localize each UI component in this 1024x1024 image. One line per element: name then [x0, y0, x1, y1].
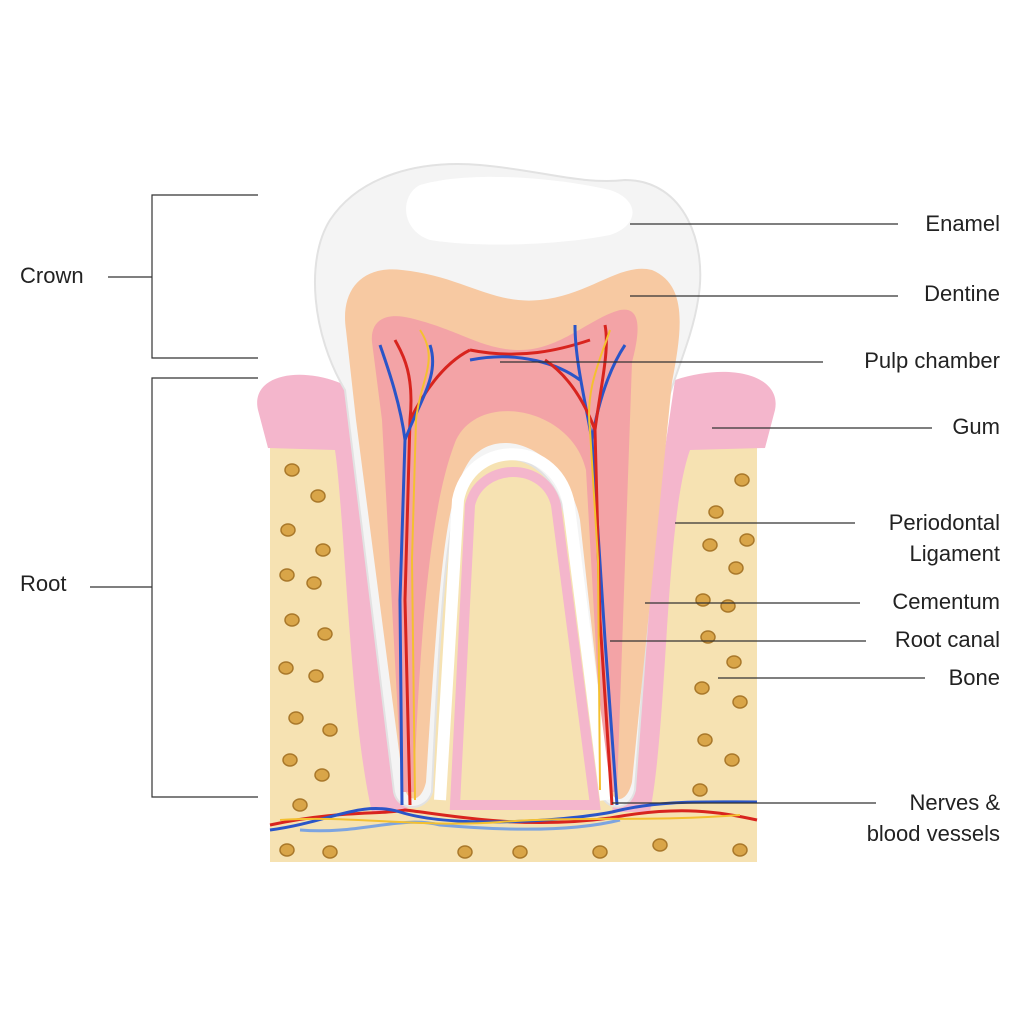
bone-cell	[278, 661, 294, 675]
bone-cell	[310, 489, 326, 503]
bone-cell	[322, 845, 338, 859]
bone-cell	[697, 733, 713, 747]
bone-cell	[284, 463, 300, 477]
bone-cell	[700, 630, 716, 644]
label-pulp-chamber: Pulp chamber	[864, 348, 1000, 373]
root-bracket	[90, 377, 258, 798]
label-root: Root	[20, 571, 67, 596]
bone-cell	[695, 593, 711, 607]
label-bone: Bone	[948, 665, 1000, 690]
enamel-top	[406, 176, 633, 245]
label-ligament: Ligament	[909, 541, 1000, 566]
label-cementum: Cementum	[892, 589, 1000, 614]
bone-cell	[279, 843, 295, 857]
gum-left	[257, 374, 408, 812]
bone-cell	[724, 753, 740, 767]
bone-cell	[317, 627, 333, 641]
bone-cell	[457, 845, 473, 859]
label-nerves: Nerves &	[909, 790, 1000, 815]
bone-cell	[726, 655, 742, 669]
pulp-chamber	[371, 309, 638, 792]
ligament-arch	[449, 467, 601, 810]
label-root-canal: Root canal	[894, 627, 1000, 652]
bone-cell	[280, 523, 296, 537]
bone-cell	[306, 576, 322, 590]
bone-cell	[322, 723, 338, 737]
bone-cell	[652, 838, 668, 852]
label-crown: Crown	[20, 263, 84, 288]
crown-bracket	[108, 194, 258, 359]
label-enamel: Enamel	[925, 211, 1000, 236]
bone-cell	[694, 681, 710, 695]
bone-cell	[279, 568, 295, 582]
bone-cell	[702, 538, 718, 552]
gum-right	[612, 371, 776, 812]
bone-cell	[720, 599, 736, 613]
label-periodontal: Periodontal	[888, 510, 1000, 535]
label-blood-vessels: blood vessels	[866, 821, 1000, 846]
bone-cell	[732, 843, 748, 857]
bone-cell	[292, 798, 308, 812]
bone-cell	[708, 505, 724, 519]
bone-cell	[282, 753, 298, 767]
bone-cell	[288, 711, 304, 725]
bone-cell	[308, 669, 324, 683]
bone-cell	[732, 695, 748, 709]
label-dentine: Dentine	[924, 281, 1000, 306]
cementum-arch	[434, 448, 612, 801]
brackets	[90, 194, 258, 798]
bone-cell	[512, 845, 528, 859]
bone-cell	[314, 768, 330, 782]
bone-cell	[734, 473, 750, 487]
bone-cell	[284, 613, 300, 627]
bone-cell	[692, 783, 708, 797]
bone-cell	[315, 543, 331, 557]
bone-cell	[592, 845, 608, 859]
label-gum: Gum	[952, 414, 1000, 439]
bone-cell	[728, 561, 744, 575]
leader-lines	[500, 223, 932, 804]
bone-cell	[739, 533, 755, 547]
